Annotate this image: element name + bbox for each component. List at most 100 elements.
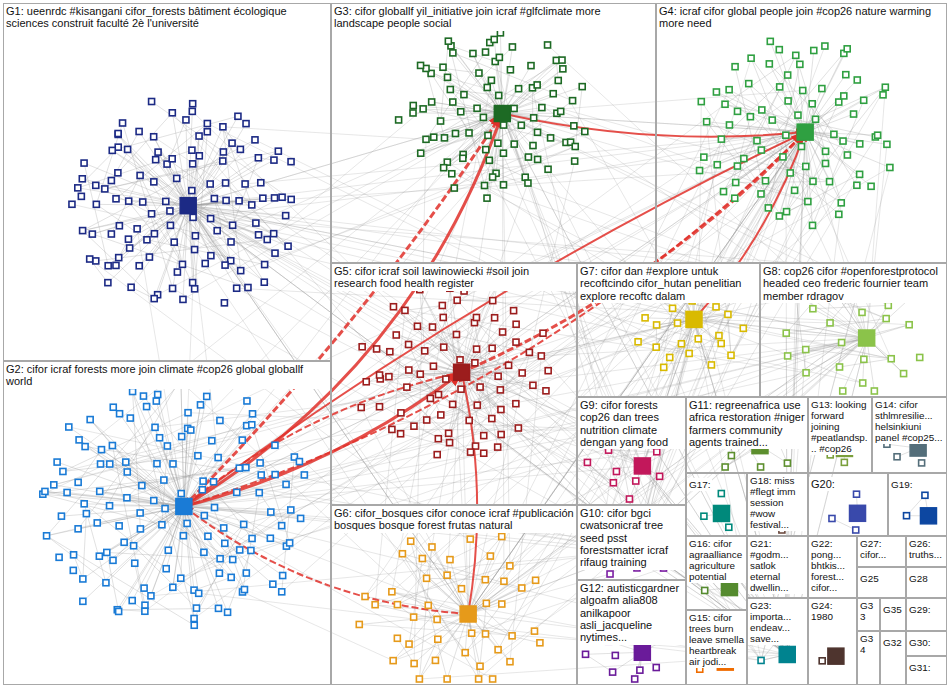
group-panel: G3: cifor globallf yil_initiative join i… [331,3,656,263]
group-header: G12: autisticgardner algoafm alia808 ani… [578,581,685,645]
graph-vertex [535,156,541,162]
graph-vertex [484,84,490,90]
group-panel: G33 [857,598,880,631]
group-panel: G20: [808,473,888,536]
graph-vertex [115,131,121,137]
group-panel: G31: [906,656,947,685]
graph-edge [450,410,501,443]
graph-vertex [454,364,470,380]
graph-edge [188,206,225,265]
graph-vertex [78,193,84,199]
graph-vertex [670,305,676,311]
graph-edge [465,338,866,653]
graph-vertex [155,392,161,398]
graph-vertex [256,232,262,238]
graph-vertex [637,667,643,673]
graph-vertex [113,196,119,202]
graph-edge [426,68,444,137]
group-panel: G5: cifor icraf soil lawinowiecki #soil … [331,263,577,505]
graph-vertex [800,88,806,94]
graph-vertex [223,180,229,186]
graph-vertex [270,581,276,587]
graph-vertex [280,573,286,579]
graph-edge [500,33,502,114]
graph-vertex [387,349,393,355]
graph-edge [43,494,162,525]
graph-vertex [714,505,730,521]
graph-vertex [406,342,412,348]
graph-edge [502,114,570,143]
graph-edge [502,87,582,114]
graph-edge [133,392,194,619]
graph-vertex [451,185,457,191]
graph-edge [805,132,841,203]
graph-edge [245,132,805,184]
graph-vertex [494,106,510,122]
group-panel: G21: #godm... satlok eternal dwellin... [747,536,808,598]
graph-vertex [243,121,249,127]
graph-edge [188,206,642,466]
graph-vertex [190,280,196,286]
group-panel: G35 [880,598,906,631]
graph-vertex [207,181,213,187]
graph-vertex [438,412,444,418]
strong-link [502,114,805,137]
graph-vertex [735,108,741,114]
graph-vertex [116,608,122,614]
graph-edge [694,319,863,383]
group-header: G31: [907,661,932,674]
graph-edge [707,122,806,132]
graph-vertex [763,178,769,184]
graph-vertex [216,570,222,576]
graph-vertex [75,185,81,191]
graph-vertex [359,344,365,350]
graph-vertex [139,483,145,489]
graph-vertex [287,540,293,546]
graph-vertex [80,228,86,234]
graph-edge [69,427,184,506]
graph-vertex [798,143,804,149]
graph-edge [184,506,273,584]
graph-edge [414,426,450,442]
graph-vertex [137,526,143,532]
graph-vertex [785,353,791,359]
graph-vertex [458,109,464,115]
graph-vertex [204,393,210,399]
graph-vertex [239,437,245,443]
graph-vertex [701,154,707,160]
graph-vertex [518,122,524,128]
group-panel: G12: autisticgardner algoafm alia808 ani… [577,580,686,685]
graph-edge [188,166,806,205]
graph-vertex [803,347,809,353]
graph-edge [473,53,525,177]
graph-vertex [222,540,228,546]
graph-vertex [759,107,765,113]
strong-link [184,372,462,506]
group-header: G34 [858,632,879,656]
graph-vertex [89,231,95,237]
graph-edge [365,597,468,614]
graph-edge [183,319,694,535]
graph-vertex [272,195,278,201]
graph-vertex [813,116,819,122]
graph-vertex [540,330,546,336]
graph-vertex [205,533,211,539]
graph-vertex [121,539,127,545]
graph-edge [402,554,478,679]
graph-vertex [406,641,412,647]
graph-vertex [220,149,226,155]
graph-vertex [507,659,513,665]
graph-vertex [460,155,466,161]
graph-vertex [461,92,467,98]
graph-vertex [301,472,307,478]
graph-vertex [103,580,109,586]
graph-vertex [237,547,243,553]
graph-edge [83,231,155,299]
graph-vertex [129,598,135,604]
graph-vertex [533,577,539,583]
graph-vertex [458,586,464,592]
graph-edge [188,206,285,216]
graph-edge [105,151,279,189]
graph-vertex [810,178,816,184]
graph-vertex [678,341,684,347]
